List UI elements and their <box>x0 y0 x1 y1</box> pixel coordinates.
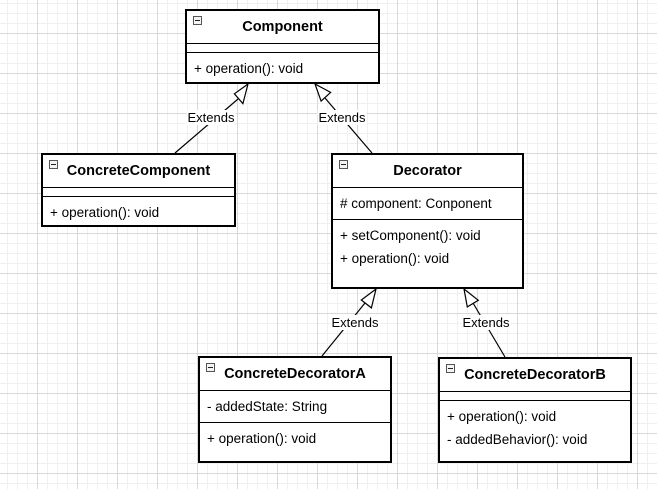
collapse-icon[interactable] <box>339 160 348 169</box>
operation-row[interactable]: + operation(): void <box>447 409 557 424</box>
generalization-arrow-icon <box>313 82 332 103</box>
class-concrete-component[interactable]: ConcreteComponent + operation(): void <box>41 153 236 227</box>
edge-label: Extends <box>461 315 511 330</box>
operation-row[interactable]: + operation(): void <box>207 431 317 446</box>
class-header[interactable]: ConcreteComponent <box>43 155 234 188</box>
class-header[interactable]: ConcreteDecoratorB <box>440 359 630 392</box>
collapse-icon[interactable] <box>446 364 455 373</box>
operations-section: + operation(): void <box>187 53 378 84</box>
generalization-arrow-icon <box>463 287 480 308</box>
class-name: ConcreteComponent <box>66 163 211 179</box>
edge-label: Extends <box>186 110 236 125</box>
operation-row[interactable]: + setComponent(): void <box>340 228 481 243</box>
edge-label: Extends <box>317 110 367 125</box>
attribute-row[interactable]: - addedState: String <box>207 399 328 414</box>
class-name: Component <box>242 19 323 35</box>
collapse-icon[interactable] <box>49 160 58 169</box>
edge-line-concretecomponent-component[interactable] <box>174 98 239 154</box>
operations-section: + setComponent(): void + operation(): vo… <box>333 220 522 274</box>
attributes-section <box>43 188 234 197</box>
class-name: Decorator <box>393 163 462 179</box>
operations-section: + operation(): void <box>43 197 234 228</box>
class-component[interactable]: Component + operation(): void <box>185 9 380 84</box>
operation-row[interactable]: - addedBehavior(): void <box>447 432 588 447</box>
edge-line-decorator-component[interactable] <box>324 97 373 154</box>
class-header[interactable]: Decorator <box>333 155 522 188</box>
attributes-section <box>187 44 378 53</box>
collapse-icon[interactable] <box>193 16 202 25</box>
generalization-arrow-icon <box>360 287 377 309</box>
operation-row[interactable]: + operation(): void <box>50 205 160 220</box>
attributes-section: - addedState: String <box>200 391 390 423</box>
operation-row[interactable]: + operation(): void <box>194 61 304 76</box>
attributes-section <box>440 392 630 401</box>
collapse-icon[interactable] <box>206 363 215 372</box>
class-concrete-decorator-b[interactable]: ConcreteDecoratorB + operation(): void -… <box>438 357 632 463</box>
class-name: ConcreteDecoratorB <box>464 367 606 383</box>
operation-row[interactable]: + operation(): void <box>340 251 450 266</box>
class-header[interactable]: ConcreteDecoratorA <box>200 358 390 391</box>
edge-line-concretedecoratorb-decorator[interactable] <box>472 302 506 358</box>
operations-section: + operation(): void - addedBehavior(): v… <box>440 401 630 455</box>
generalization-arrow-icon <box>233 82 249 105</box>
class-name: ConcreteDecoratorA <box>224 366 366 382</box>
operations-section: + operation(): void <box>200 423 390 454</box>
attributes-section: # component: Conponent <box>333 188 522 220</box>
class-concrete-decorator-a[interactable]: ConcreteDecoratorA - addedState: String … <box>198 356 392 463</box>
class-decorator[interactable]: Decorator # component: Conponent + setCo… <box>331 153 524 289</box>
class-header[interactable]: Component <box>187 11 378 44</box>
edge-label: Extends <box>330 315 380 330</box>
attribute-row[interactable]: # component: Conponent <box>340 196 492 211</box>
